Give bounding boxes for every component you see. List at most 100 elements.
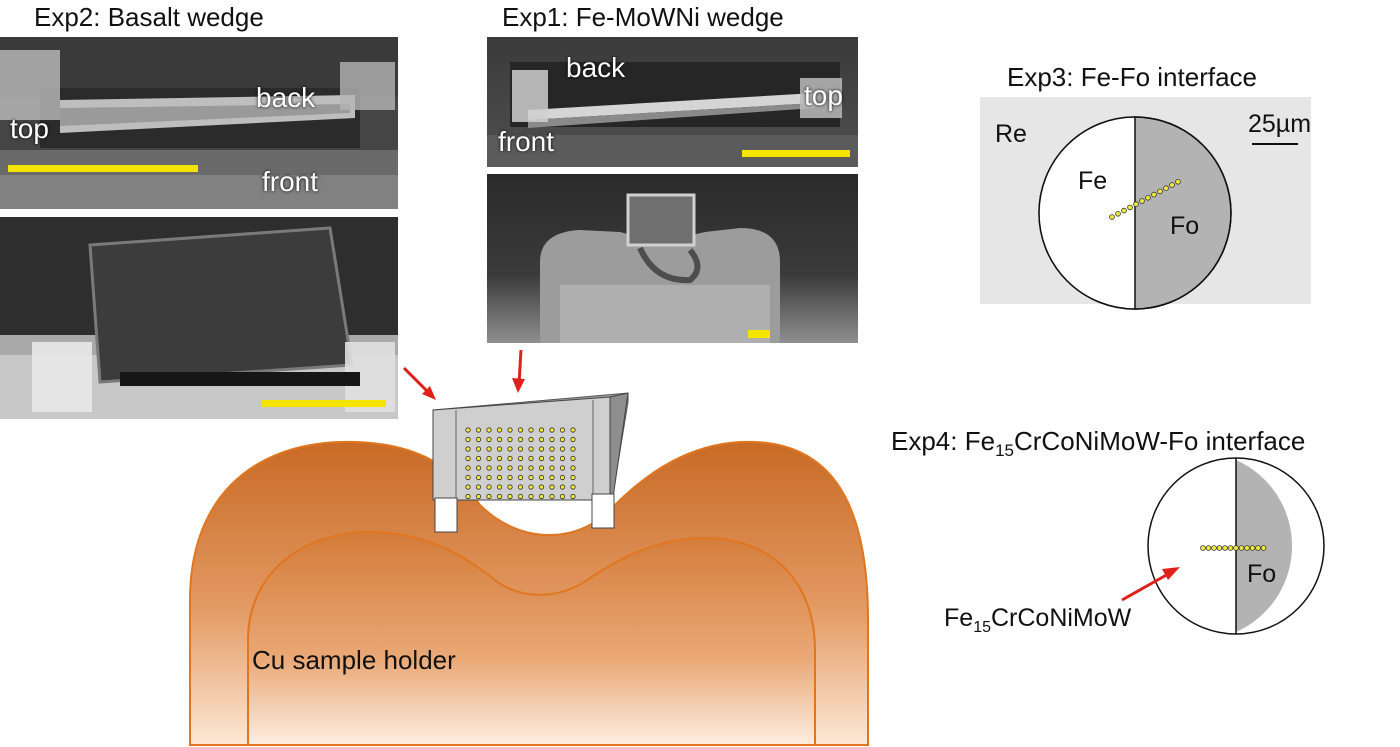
analysis-dot (549, 465, 555, 471)
arrow-from-exp1 (512, 349, 525, 393)
analysis-dot (465, 484, 471, 490)
exp4-analysis-line (1200, 545, 1267, 551)
analysis-dot (486, 474, 492, 481)
exp2-label-top: top (10, 113, 49, 144)
exp4-label-fo: Fo (1247, 560, 1277, 588)
analysis-dot (465, 465, 471, 471)
analysis-dot (475, 436, 482, 443)
analysis-dot (528, 484, 534, 490)
exp4-arrow (1121, 567, 1180, 602)
analysis-dot (570, 455, 576, 462)
analysis-dot (528, 446, 534, 452)
analysis-dot (496, 484, 503, 490)
analysis-dot (1163, 185, 1169, 192)
analysis-dot (465, 493, 471, 500)
exp1-label-top: top (804, 80, 843, 111)
analysis-dot (1222, 545, 1228, 551)
analysis-dot (549, 455, 555, 462)
analysis-dot (475, 455, 482, 462)
analysis-dot (549, 493, 555, 500)
analysis-dot (559, 465, 566, 471)
analysis-dot (496, 436, 503, 443)
analysis-dot (486, 493, 492, 500)
arrow-from-exp2 (402, 366, 436, 400)
analysis-dot (538, 484, 545, 490)
analysis-dot (1133, 201, 1139, 208)
analysis-dot (1205, 545, 1212, 551)
analysis-dot (486, 484, 492, 490)
analysis-dot (496, 493, 503, 500)
analysis-dot (517, 484, 524, 490)
exp3-label-re: Re (995, 120, 1027, 148)
analysis-dot (517, 455, 524, 462)
exp3-label-fe: Fe (1078, 167, 1108, 195)
analysis-dot (538, 455, 545, 462)
exp2-sem-bottom-panel (0, 217, 398, 419)
exp4-title-subscript: 15 (995, 441, 1014, 461)
analysis-dot (486, 455, 492, 462)
analysis-dot (507, 465, 513, 471)
analysis-dot (475, 484, 482, 490)
analysis-dot (559, 436, 566, 443)
analysis-dot (1109, 214, 1115, 220)
analysis-dot (1249, 545, 1256, 551)
exp3-fe-half (1039, 117, 1135, 309)
analysis-dot (517, 465, 524, 471)
analysis-dot (1211, 545, 1217, 551)
analysis-dot-grid (465, 427, 576, 500)
exp2-scale-bar-bottom (262, 400, 386, 407)
exp1-sem-bottom-panel (487, 174, 858, 343)
analysis-dot (559, 484, 566, 490)
analysis-dot (1260, 545, 1267, 551)
analysis-dot (570, 465, 576, 471)
analysis-dot (549, 446, 555, 452)
wedge-sample (432, 392, 629, 533)
exp2-label-back: back (256, 82, 316, 113)
analysis-dot (528, 465, 534, 471)
analysis-dot (538, 465, 545, 471)
analysis-dot (517, 474, 524, 481)
analysis-dot (528, 455, 534, 462)
analysis-dot (1151, 191, 1157, 198)
analysis-dot (1127, 204, 1133, 211)
analysis-dot (465, 446, 471, 452)
exp1-scale-bar-top (742, 150, 850, 157)
analysis-dot (528, 474, 534, 481)
analysis-dot (538, 446, 545, 452)
analysis-dot (475, 446, 482, 452)
exp1-label-front: front (498, 126, 555, 157)
analysis-dot (570, 484, 576, 490)
analysis-dot (475, 465, 482, 471)
analysis-dot (528, 427, 534, 433)
analysis-dot (1121, 207, 1127, 214)
analysis-dot (517, 446, 524, 452)
analysis-dot (1175, 179, 1181, 185)
exp4-title-prefix: Exp4: Fe (891, 426, 996, 456)
analysis-dot (496, 474, 503, 481)
analysis-dot (559, 446, 566, 452)
analysis-dot (538, 436, 545, 443)
analysis-dot (486, 446, 492, 452)
analysis-dot (465, 436, 471, 443)
analysis-dot (507, 427, 513, 433)
analysis-dot (1255, 545, 1261, 551)
analysis-dot (538, 427, 545, 433)
analysis-dot (475, 493, 482, 500)
analysis-dot (1216, 545, 1223, 551)
analysis-dot (528, 436, 534, 443)
analysis-dot (496, 455, 503, 462)
analysis-dot (1233, 545, 1239, 551)
analysis-dot (549, 427, 555, 433)
analysis-dot (1244, 545, 1250, 551)
analysis-dot (570, 446, 576, 452)
analysis-dot (559, 474, 566, 481)
analysis-dot (570, 436, 576, 443)
analysis-dot (570, 427, 576, 433)
analysis-dot (1157, 188, 1163, 195)
exp1-label-back: back (566, 52, 626, 83)
exp2-label-front: front (262, 166, 319, 197)
analysis-dot (517, 436, 524, 443)
analysis-dot (496, 427, 503, 433)
analysis-dot (538, 493, 545, 500)
